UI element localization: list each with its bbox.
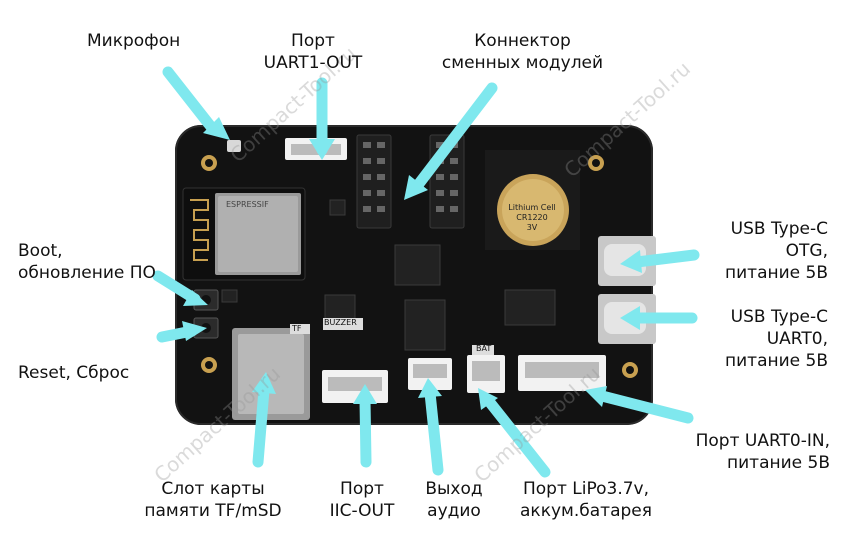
label-lipo: Порт LiPo3.7v, аккум.батарея [496,478,676,522]
label-lipo-line2: аккум.батарея [520,501,652,521]
arrow-audio [424,387,444,476]
arrow-boot [152,270,201,305]
tf-text: TF [292,324,302,333]
battery-text-1: Lithium Cell [508,203,556,212]
esp32-module [182,187,306,281]
label-iic-out: Порт IIC-OUT [312,478,412,522]
arrow-lipo [482,394,551,478]
label-uart1-out: Порт UART1-OUT [245,30,381,74]
ic-chips [221,199,556,351]
bat-text: BAT [476,344,492,353]
label-iic-out-line2: IIC-OUT [329,501,395,521]
label-audio-out-line1: Выход [425,479,483,499]
label-usb-uart0: USB Type-C UART0, питание 5В [680,306,828,372]
label-sd-slot-line1: Слот карты [161,479,265,499]
label-uart1-out-line1: Порт [291,31,335,51]
label-microphone: Микрофон [87,31,181,51]
label-usb-uart0-line1: USB Type-C [730,307,828,327]
label-usb-otg-line2: OTG, [785,241,828,261]
battery-text-3: 3V [526,223,538,232]
label-connector-line2: сменных модулей [441,53,604,73]
label-iic-out-line1: Порт [340,479,384,499]
battery-text-2: CR1220 [516,213,548,222]
coin-battery [485,150,580,250]
battery-label: Lithium Cell CR1220 3V [472,203,592,233]
label-uart0-in-line1: Порт UART0-IN, [695,431,830,451]
label-connector: Коннектор сменных модулей [425,30,620,74]
arrow-sd [252,384,270,468]
label-reset: Reset, Сброс [18,363,130,383]
label-sd-slot-line2: памяти TF/mSD [144,501,282,521]
label-sd-slot: Слот карты памяти TF/mSD [128,478,298,522]
label-usb-otg: USB Type-C OTG, питание 5В [680,218,828,284]
arrow-heads [182,117,642,410]
arrow-microphone [162,66,218,134]
callout-arrows [152,66,700,478]
label-boot-line2: обновление ПО [18,263,156,283]
label-audio-out-line2: аудио [427,501,481,521]
label-uart1-out-line2: UART1-OUT [263,53,363,73]
label-boot: Boot, обновление ПО [18,240,156,284]
label-uart0-in-line2: питание 5В [727,453,830,473]
bottom-connectors [322,318,606,403]
arrow-iic [359,394,372,468]
label-lipo-line1: Порт LiPo3.7v, [522,479,650,499]
arrow-otg [631,249,700,268]
module-brand: ESPRESSIF [226,200,269,209]
sd-slot [232,324,310,420]
microphone-chip [227,140,241,152]
label-usb-uart0-line3: питание 5В [725,351,828,371]
label-usb-otg-line3: питание 5В [725,263,828,283]
label-audio-out: Выход аудио [412,478,496,522]
label-boot-line1: Boot, [18,241,63,261]
label-usb-otg-line1: USB Type-C [730,219,828,239]
mounting-holes [201,155,638,378]
arrow-connector [412,82,498,191]
label-uart0-in: Порт UART0-IN, питание 5В [640,430,830,474]
buzzer-text: BUZZER [324,318,357,327]
arrow-uart0-in [596,390,694,424]
label-usb-uart0-line2: UART0, [766,329,828,349]
label-connector-line1: Коннектор [474,31,571,51]
